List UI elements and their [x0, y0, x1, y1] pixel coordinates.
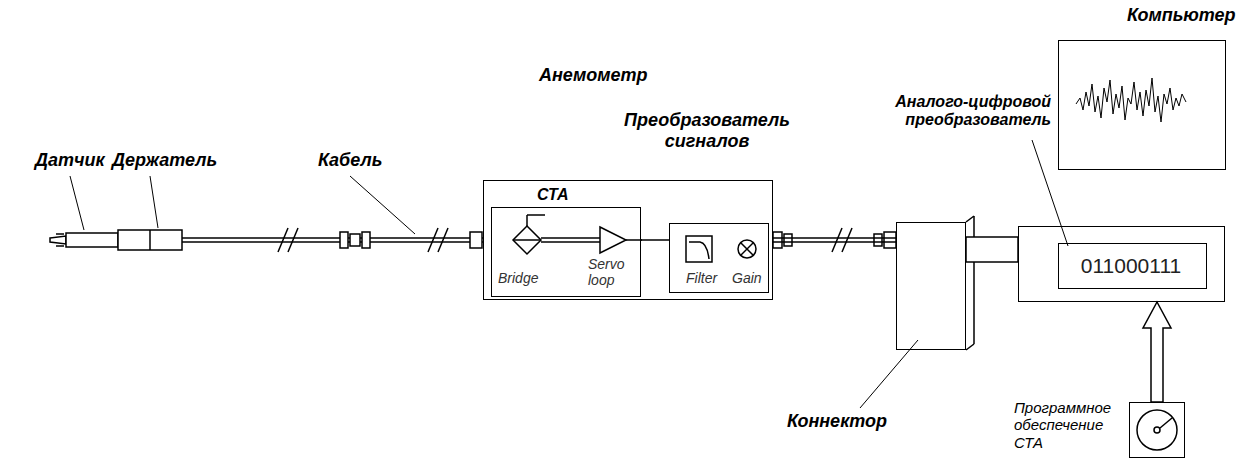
- leader-line: [70, 140, 1068, 408]
- connector-tube: [966, 237, 1018, 262]
- box-heading: Аналого-цифровой преобразователь: [894, 93, 1051, 130]
- part-label: Датчик: [35, 150, 105, 171]
- part-label: Кабель: [318, 150, 382, 171]
- box-text: Filter: [686, 270, 717, 286]
- bridge-symbol: [513, 215, 545, 254]
- box-text: 011000111: [1059, 254, 1203, 278]
- signal-waveform: [1076, 78, 1186, 122]
- cable: [773, 238, 896, 242]
- box-text: Gain: [732, 270, 762, 286]
- box-heading: Программное обеспечение СТА: [1014, 399, 1122, 451]
- box-text: Bridge: [498, 270, 538, 286]
- connector-box: Коннектор: [896, 222, 966, 350]
- connector-body: [966, 216, 974, 350]
- probe-holder: [118, 230, 182, 250]
- box-heading: Коннектор: [787, 411, 887, 432]
- servo-amplifier: [541, 227, 642, 253]
- box-heading: Анемометр: [539, 65, 648, 86]
- software-icon: [1137, 410, 1177, 450]
- box-heading: СТА: [537, 186, 569, 204]
- software-box: Программное обеспечение СТА: [1129, 402, 1185, 458]
- box-heading: Компьютер: [1127, 5, 1235, 26]
- probe: [50, 233, 118, 247]
- computer-monitor: Компьютер: [1058, 40, 1226, 170]
- signal-conditioner-box: Преобразователь сигналовFilterGain: [669, 223, 769, 293]
- gain-symbol: [738, 240, 756, 258]
- data-arrow: [1143, 302, 1171, 402]
- computer-box: Аналого-цифровой преобразователь01100011…: [1018, 226, 1225, 302]
- probe-cable: [182, 228, 483, 252]
- adc-display: 011000111: [1058, 243, 1207, 289]
- cta-box: СТАBridgeServo loop: [491, 207, 641, 297]
- anemometer-box: АнемометрСТАBridgeServo loopПреобразоват…: [483, 180, 773, 300]
- signal-line: [641, 240, 669, 241]
- part-label: Держатель: [112, 150, 217, 171]
- box-heading: Преобразователь сигналов: [592, 110, 822, 151]
- filter-symbol: [686, 236, 712, 262]
- box-text: Servo loop: [588, 256, 634, 288]
- cable-fittings: [773, 228, 896, 252]
